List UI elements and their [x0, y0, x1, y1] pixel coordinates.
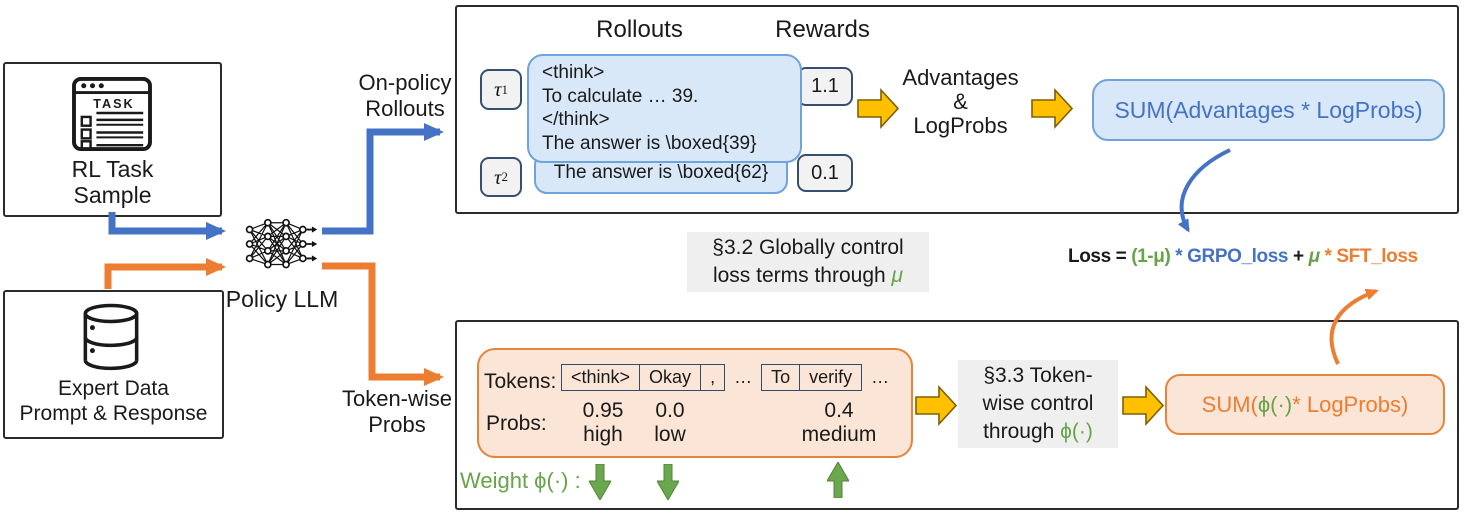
token-cell: To: [771, 367, 791, 387]
rollouts-heading: Rollouts: [596, 16, 683, 43]
rl-task-label-line2: Sample: [73, 182, 152, 208]
task-icon-title: TASK: [93, 97, 134, 111]
logprobs-line: LogProbs: [913, 113, 1008, 138]
block-arrow-right-icon: [915, 384, 957, 427]
sft-sum-formula-box: SUM(ϕ(·) * LogProbs): [1165, 374, 1445, 435]
policy-llm-label: Policy LLM: [225, 286, 339, 312]
token-cell: verify: [799, 365, 861, 390]
prob-col-3: 0.4 medium: [793, 399, 885, 447]
rollout1-line4: The answer is \boxed{39}: [542, 132, 757, 154]
prob-level: high: [583, 423, 623, 446]
sec33-phi-symbol: ϕ(·): [1060, 420, 1093, 443]
on-policy-line1: On-policy: [358, 70, 452, 95]
tau1-subscript: 1: [501, 81, 509, 97]
tokens-label: Tokens:: [484, 370, 557, 393]
expert-data-label: Expert Data Prompt & Response: [5, 376, 222, 426]
probs-label: Probs:: [486, 412, 547, 435]
loss-mu: μ: [1308, 246, 1320, 267]
weight-up-arrow-icon: [827, 462, 849, 498]
sft-sum-phi: ϕ(·): [1257, 391, 1293, 417]
tau2-subscript: 2: [501, 169, 509, 184]
loss-equation: Loss = (1-μ) * GRPO_loss + μ * SFT_loss: [1068, 246, 1418, 268]
token-ellipsis: …: [734, 367, 753, 387]
weight-phi-label: Weight ϕ(·) :: [460, 468, 581, 493]
advantages-logprobs-label: Advantages & LogProbs: [898, 66, 1023, 138]
task-icon: TASK: [72, 76, 152, 152]
loss-star2: *: [1319, 246, 1337, 267]
on-policy-line2: Rollouts: [365, 96, 445, 121]
sec33-line3: through ϕ(·): [983, 418, 1093, 446]
loss-star1: *: [1170, 246, 1188, 267]
sec33-line2: wise control: [982, 392, 1094, 415]
prob-col-1: 0.95 high: [565, 399, 641, 447]
rewards-heading: Rewards: [775, 16, 870, 43]
rollout1-line3: </think>: [542, 109, 610, 130]
block-arrow-right-icon: [1122, 384, 1164, 427]
rollout1-box: <think> To calculate … 39. </think> The …: [527, 54, 802, 163]
expert-data-box: Expert Data Prompt & Response: [3, 290, 224, 439]
token-cell-group-1: <think> Okay ,: [561, 364, 726, 391]
rl-task-label-line1: RL Task: [71, 156, 154, 182]
sec32-line2-prefix: loss terms through: [712, 264, 892, 287]
tokens-probs-box: [477, 348, 913, 458]
policy-to-probs-arrow: [322, 262, 444, 386]
sec32-note-box: §3.2 Globally control loss terms through…: [687, 232, 929, 292]
sec33-line3-prefix: through: [983, 420, 1061, 443]
neural-network-icon: [245, 218, 318, 269]
prob-value: 0.95: [582, 399, 624, 422]
token-wise-line2: Probs: [368, 412, 426, 437]
loss-one-minus-mu: (1-μ): [1131, 246, 1171, 267]
token-wise-line1: Token-wise: [341, 386, 453, 411]
token-cell-group-2: To verify: [761, 364, 863, 391]
token-wise-probs-label: Token-wise Probs: [333, 386, 461, 438]
loss-lhs: Loss =: [1068, 246, 1132, 267]
sec32-mu-symbol: μ: [891, 264, 904, 287]
prob-value: 0.4: [824, 399, 854, 422]
policy-to-rollouts-arrow: [322, 123, 444, 235]
database-icon: [83, 303, 139, 371]
token-ellipsis: …: [871, 367, 890, 387]
loss-plus: +: [1288, 246, 1309, 267]
tau1-symbol: τ: [493, 77, 502, 101]
rollout1-line2: To calculate … 39.: [542, 85, 699, 107]
token-cell: Okay: [639, 365, 700, 390]
ampersand-line: &: [953, 89, 968, 114]
sft-sum-prefix: SUM(: [1201, 391, 1258, 417]
loss-grpo-term: GRPO_loss: [1187, 246, 1289, 267]
grpo-sum-formula-box: SUM(Advantages * LogProbs): [1092, 79, 1445, 141]
token-row: <think> Okay , … To verify …: [561, 364, 898, 391]
expert-data-label-line1: Expert Data: [58, 377, 169, 400]
sec32-line1: §3.2 Globally control: [712, 236, 904, 259]
rollout1-line1: <think>: [542, 62, 605, 83]
block-arrow-right-icon: [1031, 87, 1073, 130]
advantages-line: Advantages: [902, 65, 1019, 90]
prob-col-2: 0.0 low: [636, 399, 704, 447]
prob-level: medium: [801, 423, 877, 446]
token-cell: ,: [700, 365, 724, 390]
weight-down-arrow-icon: [589, 464, 611, 500]
reward1-chip: 1.1: [797, 67, 853, 106]
sec33-line1: §3.3 Token-: [983, 364, 1093, 387]
block-arrow-right-icon: [857, 87, 899, 130]
on-policy-rollouts-label: On-policy Rollouts: [340, 70, 470, 122]
weight-down-arrow-icon: [657, 464, 679, 500]
tau2-symbol: τ: [493, 164, 502, 189]
rl-task-box: TASK RL Task Sample: [3, 62, 222, 217]
expert-data-to-policy-arrow: [104, 258, 226, 289]
expert-data-label-line2: Prompt & Response: [19, 402, 208, 425]
token-cell: <think>: [571, 367, 631, 387]
sec33-note-box: §3.3 Token- wise control through ϕ(·): [958, 360, 1118, 448]
prob-level: low: [654, 423, 686, 446]
sec32-line2: loss terms through μ: [713, 262, 903, 290]
rl-task-label: RL Task Sample: [5, 156, 220, 208]
loss-sft-term: SFT_loss: [1336, 246, 1418, 267]
sft-sum-suffix: * LogProbs): [1292, 391, 1409, 417]
prob-value: 0.0: [655, 399, 685, 422]
reward2-chip: 0.1: [797, 154, 853, 192]
